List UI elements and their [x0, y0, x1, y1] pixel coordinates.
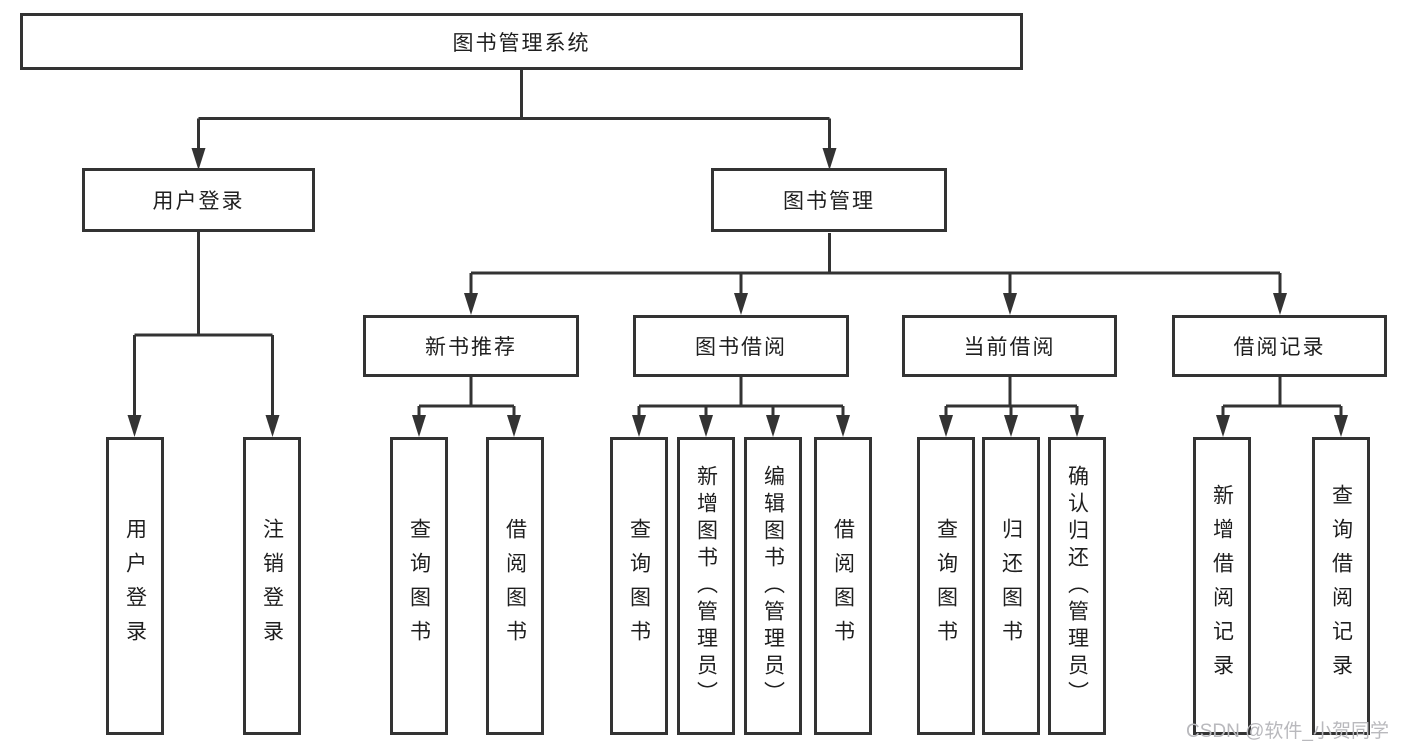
leaf-bb-edit-books-admin-label: 编辑图书（管理员）: [761, 464, 785, 708]
leaf-cb-query-books: 查询图书: [917, 437, 975, 735]
leaf-user-login: 用户登录: [106, 437, 164, 735]
node-book-management: 图书管理: [711, 168, 947, 232]
leaf-bb-add-books-admin-label: 新增图书（管理员）: [694, 464, 718, 708]
leaf-logout-login-label: 注销登录: [260, 518, 284, 654]
node-borrow-records: 借阅记录: [1172, 315, 1387, 377]
node-book-management-label: 图书管理: [783, 190, 875, 213]
node-user-login-label: 用户登录: [152, 190, 245, 213]
leaf-br-add-borrow-record-label: 新增借阅记录: [1210, 484, 1234, 688]
node-root-label: 图书管理系统: [452, 31, 591, 55]
leaf-bb-add-books-admin: 新增图书（管理员）: [677, 437, 735, 735]
node-user-login: 用户登录: [82, 168, 315, 232]
node-root: 图书管理系统: [20, 13, 1023, 70]
leaf-nb-query-books-label: 查询图书: [407, 518, 431, 654]
leaf-br-add-borrow-record: 新增借阅记录: [1193, 437, 1251, 735]
leaf-cb-confirm-return-admin: 确认归还（管理员）: [1048, 437, 1106, 735]
node-current-borrow: 当前借阅: [902, 315, 1117, 377]
node-book-borrow-label: 图书借阅: [695, 336, 787, 359]
node-new-book-recommend: 新书推荐: [363, 315, 579, 377]
leaf-bb-borrow-books: 借阅图书: [814, 437, 872, 735]
leaf-cb-confirm-return-admin-label: 确认归还（管理员）: [1065, 464, 1089, 708]
leaf-br-query-borrow-record-label: 查询借阅记录: [1329, 484, 1353, 688]
node-borrow-records-label: 借阅记录: [1233, 336, 1326, 359]
node-current-borrow-label: 当前借阅: [963, 336, 1056, 359]
leaf-bb-query-books: 查询图书: [610, 437, 668, 735]
leaf-bb-edit-books-admin: 编辑图书（管理员）: [744, 437, 802, 735]
leaf-br-query-borrow-record: 查询借阅记录: [1312, 437, 1370, 735]
node-new-book-recommend-label: 新书推荐: [425, 336, 517, 359]
leaf-nb-query-books: 查询图书: [390, 437, 448, 735]
csdn-watermark: CSDN @软件_小贺同学: [1186, 721, 1389, 742]
leaf-bb-borrow-books-label: 借阅图书: [831, 518, 855, 654]
node-book-borrow: 图书借阅: [633, 315, 849, 377]
leaf-bb-query-books-label: 查询图书: [627, 518, 651, 654]
leaf-user-login-label: 用户登录: [123, 518, 147, 654]
leaf-cb-query-books-label: 查询图书: [934, 518, 958, 654]
leaf-nb-borrow-books-label: 借阅图书: [503, 518, 527, 654]
leaf-cb-return-books-label: 归还图书: [999, 518, 1023, 654]
leaf-logout-login: 注销登录: [243, 437, 301, 735]
leaf-cb-return-books: 归还图书: [982, 437, 1040, 735]
leaf-nb-borrow-books: 借阅图书: [486, 437, 544, 735]
